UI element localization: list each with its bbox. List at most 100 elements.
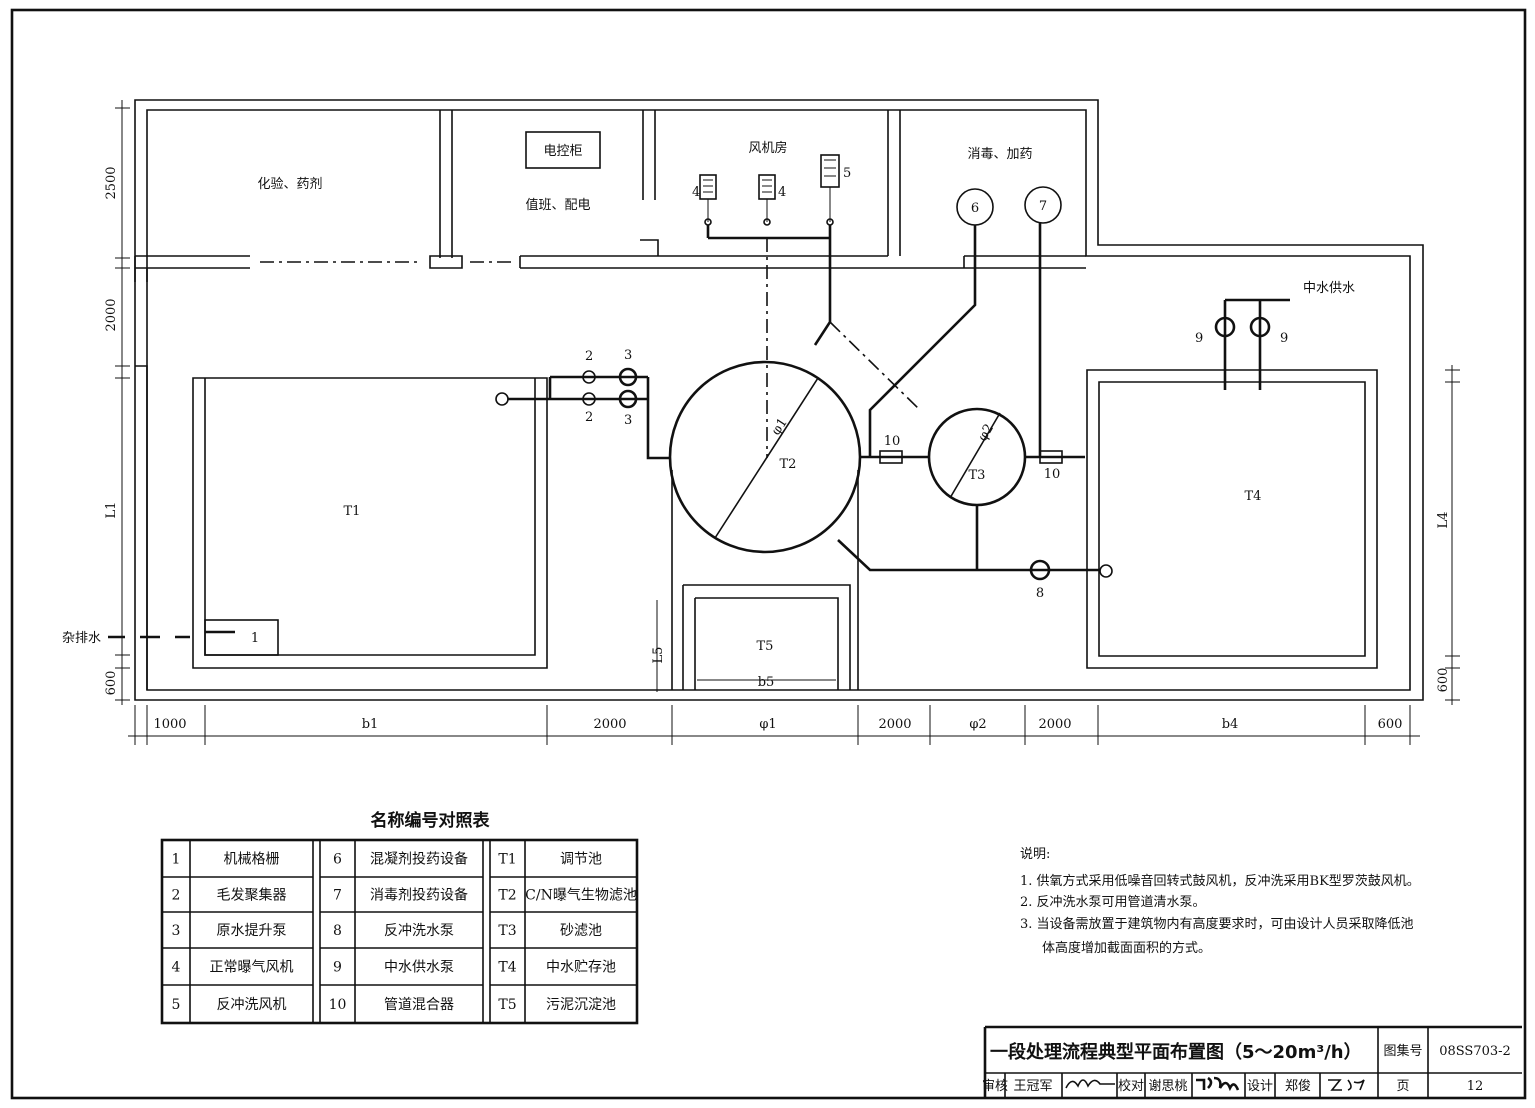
backwash-pipe [837,505,1100,572]
legend-title: 名称编号对照表 [371,810,491,831]
checker-name: 谢思桃 [1148,1078,1187,1094]
backwash-blower-5: 5 [820,154,851,226]
svg-text:L4: L4 [1436,512,1451,529]
blower-4a: 4 [692,174,717,226]
legend-name: 正常曝气风机 [210,960,294,976]
air-header-pipe [706,225,832,240]
note-2: 2. 反冲洗水泵可用管道清水泵。 [1020,895,1206,910]
drain-label: 杂排水 [62,631,101,646]
review-label: 审核 [982,1079,1008,1094]
note-3-cont: 体高度增加截面面积的方式。 [1042,940,1211,956]
legend-name: C/N曝气生物滤池 [525,888,637,904]
legend-column-lines [489,840,638,1023]
svg-text:600: 600 [104,671,119,696]
svg-text:2: 2 [585,349,593,364]
legend-name: 机械格栅 [224,852,280,868]
suction-intake [495,392,509,406]
legend-number: 2 [172,888,181,904]
room-label-lab: 化验、药剂 [257,176,322,192]
svg-text:b1: b1 [362,717,379,732]
tank-t1: T1 1 [192,377,548,669]
svg-text:2000: 2000 [1038,717,1071,732]
right-dimensions: L4 600 [1436,365,1460,705]
backwash-intake [1099,564,1113,578]
legend-number: 5 [172,997,181,1013]
room-label-blower: 风机房 [748,140,787,156]
svg-text:9: 9 [1195,331,1203,346]
drawing-title: 一段处理流程典型平面布置图（5～20m³/h） [990,1041,1362,1063]
atlas-number: 08SS703-2 [1439,1044,1511,1059]
page-number: 12 [1467,1079,1484,1094]
svg-text:T3: T3 [969,468,986,483]
svg-text:b4: b4 [1222,717,1239,732]
legend-column-lines [319,840,484,1023]
legend-name: 管道混合器 [384,997,454,1013]
reviewer-signature [1065,1079,1115,1089]
left-dimensions: 2500 2000 L1 600 [104,100,130,705]
eq6-label: 6 [971,201,979,216]
disinfectant-dosing-7 [1024,186,1062,224]
legend-number: T5 [498,997,516,1013]
legend-number: T1 [498,852,516,868]
backwash-pump-8 [1029,559,1051,581]
reviewer-name: 王冠军 [1013,1079,1052,1094]
svg-text:2: 2 [585,410,593,425]
building-walls [134,99,1424,701]
hair-collectors-2: 22 [582,349,596,425]
svg-text:L1: L1 [104,502,119,519]
backwash-air-pipe [813,238,832,346]
svg-text:1: 1 [251,631,259,646]
svg-text:φ2: φ2 [969,717,986,732]
designer-name: 郑俊 [1285,1079,1311,1094]
room-label-control-cabinet: 电控柜 [543,144,582,159]
svg-text:4: 4 [692,185,700,200]
eq10a-label: 10 [884,434,901,449]
svg-text:9: 9 [1280,331,1288,346]
checker-signature [1196,1076,1240,1092]
drawing-border [10,8,1527,1100]
legend-name: 原水提升泵 [217,923,287,939]
pipe-mixer-10a [879,450,903,464]
svg-text:T1: T1 [344,504,361,519]
legend-number: T2 [498,888,516,904]
legend-number: 1 [172,852,181,868]
legend-name: 混凝剂投药设备 [370,851,468,868]
svg-text:2000: 2000 [878,717,911,732]
svg-text:2000: 2000 [104,298,119,331]
bottom-dimensions: 1000 b1 2000 φ1 2000 φ2 2000 b4 600 [128,705,1420,745]
reclaimed-supply-label: 中水供水 [1303,281,1355,296]
legend-name: 反冲洗风机 [217,997,287,1013]
svg-text:b5: b5 [758,675,775,690]
legend-name: 砂滤池 [560,923,602,939]
svg-text:600: 600 [1436,668,1451,693]
legend-column-lines [161,840,314,1023]
note-1: 1. 供氧方式采用低噪音回转式鼓风机，反冲洗采用BK型罗茨鼓风机。 [1020,873,1420,889]
tank-t5: T5 b5 L5 [651,584,851,692]
legend-number: 10 [329,997,347,1013]
legend-number: 3 [172,923,181,939]
svg-text:4: 4 [778,185,786,200]
lift-pumps-3: 33 [618,348,638,428]
svg-text:T2: T2 [780,457,797,472]
legend-name: 中水贮存池 [546,960,616,976]
note-3: 3. 当设备需放置于建筑物内有高度要求时，可由设计人员采取降低池 [1020,916,1414,932]
svg-text:T4: T4 [1245,489,1262,504]
svg-text:φ1: φ1 [769,415,791,438]
svg-text:φ1: φ1 [759,717,776,732]
raw-water-pipe [508,375,670,460]
legend-name: 消毒剂投药设备 [370,887,468,904]
legend-number: 6 [333,852,342,868]
legend-name: 中水供水泵 [384,960,454,976]
svg-text:T5: T5 [757,639,774,654]
svg-text:L5: L5 [651,647,666,664]
control-cabinet [525,131,601,169]
notes-heading: 说明: [1020,847,1050,862]
pipe-mixer-10b [1039,450,1063,464]
designer-signature [1328,1079,1365,1091]
legend-number: 7 [333,888,342,904]
legend-name: 调节池 [560,852,602,868]
svg-text:3: 3 [624,413,632,428]
legend-number: 4 [172,960,181,976]
